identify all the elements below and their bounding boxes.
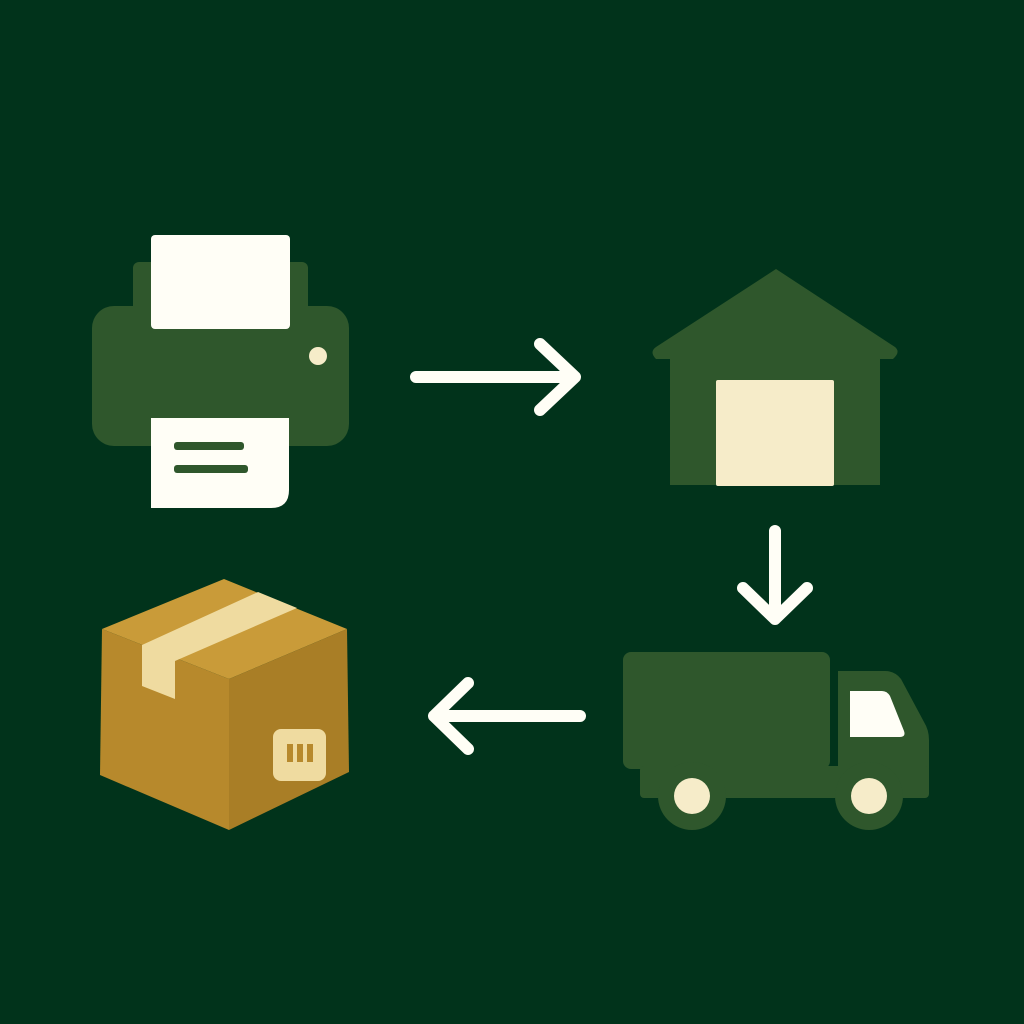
arrow-warehouse-to-truck <box>737 525 813 625</box>
printer-icon <box>92 235 349 508</box>
package-box-icon <box>100 579 349 830</box>
warehouse-icon <box>652 269 898 486</box>
delivery-truck-icon <box>623 652 929 830</box>
arrow-truck-to-package <box>428 677 586 755</box>
arrow-printer-to-warehouse <box>410 338 581 416</box>
